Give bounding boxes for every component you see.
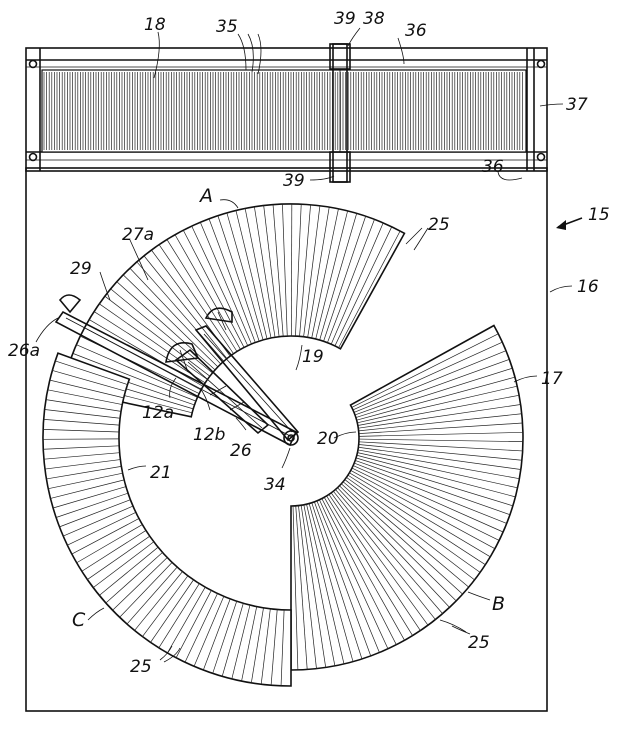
label-17: 17 — [541, 369, 563, 389]
label-26a: 26a — [8, 341, 40, 361]
arrow-icon — [556, 220, 566, 230]
label-38: 38 — [363, 9, 385, 29]
label-12b: 12b — [193, 425, 225, 445]
base-plate — [25, 167, 548, 712]
pivot-arms — [54, 294, 300, 447]
label-25-top: 25 — [428, 215, 450, 235]
slider — [329, 43, 351, 183]
pivot-icon — [283, 430, 299, 446]
linear-comb-strip — [41, 69, 527, 153]
radial-comb-segments — [42, 203, 524, 687]
label-19: 19 — [302, 347, 324, 367]
screw-icon — [536, 59, 546, 69]
label-27a: 27a — [122, 225, 154, 245]
label-34: 34 — [264, 475, 286, 495]
screw-icon — [28, 59, 38, 69]
label-25-left: 25 — [130, 657, 152, 677]
label-39-top: 39 — [334, 9, 356, 29]
leader-lines — [35, 27, 573, 663]
comb-segment-C — [42, 352, 292, 687]
label-20: 20 — [317, 429, 339, 449]
screw-icon — [536, 152, 546, 162]
label-25-right: 25 — [468, 633, 490, 653]
label-36-top: 36 — [405, 21, 427, 41]
label-37: 37 — [566, 95, 588, 115]
knob-icon — [165, 342, 200, 363]
comb-segment-B — [290, 324, 524, 671]
label-15: 15 — [588, 205, 610, 225]
label-A: A — [198, 185, 213, 207]
label-18: 18 — [144, 15, 166, 35]
label-36-bottom: 36 — [482, 157, 504, 177]
pivot-center-icon — [287, 434, 295, 442]
label-26: 26 — [230, 441, 252, 461]
label-35: 35 — [216, 17, 238, 37]
label-21: 21 — [150, 463, 172, 483]
label-39-bottom: 39 — [283, 171, 305, 191]
knob-icon — [204, 307, 233, 323]
label-C: C — [72, 609, 86, 631]
label-29: 29 — [70, 259, 92, 279]
screw-icon — [28, 152, 38, 162]
label-B: B — [492, 593, 505, 615]
label-12a: 12a — [142, 403, 174, 423]
knob-icon — [58, 294, 82, 314]
label-16: 16 — [577, 277, 599, 297]
